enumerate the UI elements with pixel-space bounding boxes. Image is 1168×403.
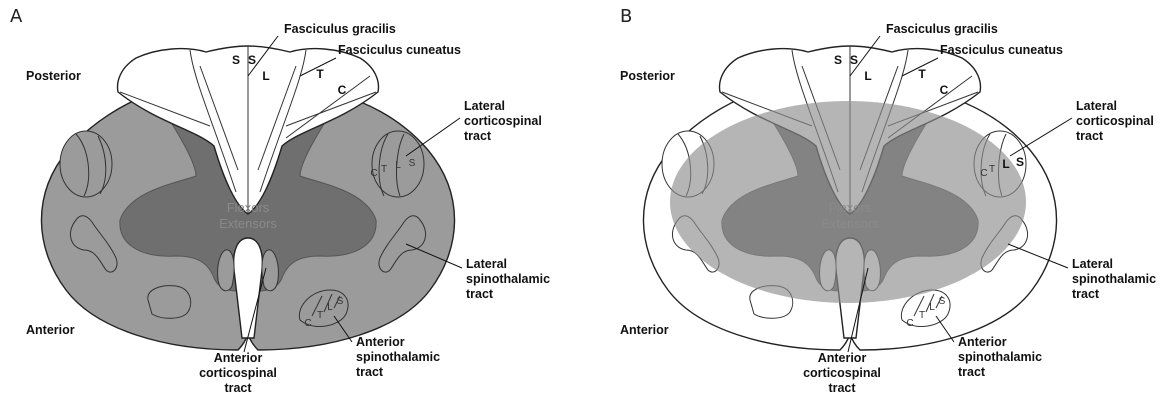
lcst-label-3-a: tract xyxy=(464,129,492,143)
ast-seg-c-a: C xyxy=(304,318,311,329)
acst-label-3-b: tract xyxy=(828,381,856,395)
panel-a: A Fl xyxy=(10,6,550,395)
ast-seg-l-b: L xyxy=(929,302,935,313)
ast-label-2-a: spinothalamic xyxy=(356,350,440,364)
lcst-seg-c-b: C xyxy=(980,168,987,179)
anterior-corticospinal-left-a xyxy=(218,250,234,291)
lcst-seg-l-a: L xyxy=(395,160,401,171)
anterior-spinothalamic-left-a xyxy=(148,286,191,319)
ast-label-1-a: Anterior xyxy=(356,335,405,349)
ast-label-1-b: Anterior xyxy=(958,335,1007,349)
acst-label-1-a: Anterior xyxy=(214,351,263,365)
lst-label-1-b: Lateral xyxy=(1072,257,1113,271)
ast-label-2-b: spinothalamic xyxy=(958,350,1042,364)
fasciculus-cuneatus-label-b: Fasciculus cuneatus xyxy=(940,43,1063,57)
lcst-label-3-b: tract xyxy=(1076,129,1104,143)
anterior-label-b: Anterior xyxy=(620,323,669,337)
gracilis-seg-2-a: S xyxy=(248,53,256,67)
lcst-seg-l-b: L xyxy=(1002,157,1009,171)
lcst-label-2-a: corticospinal xyxy=(464,114,542,128)
ast-seg-c-b: C xyxy=(906,318,913,329)
ast-seg-l-a: L xyxy=(327,302,333,313)
lcst-seg-s-a: S xyxy=(409,158,416,169)
cuneatus-seg-2-a: C xyxy=(338,83,347,97)
lateral-corticospinal-left-a xyxy=(60,131,112,197)
cuneatus-seg-2-b: C xyxy=(940,83,949,97)
lst-label-2-b: spinothalamic xyxy=(1072,272,1156,286)
gracilis-seg-2-b: S xyxy=(850,53,858,67)
ast-seg-t-b: T xyxy=(919,310,925,321)
extensors-label-a: Extensors xyxy=(219,216,277,231)
acst-label-1-b: Anterior xyxy=(818,351,867,365)
fasciculus-cuneatus-label-a: Fasciculus cuneatus xyxy=(338,43,461,57)
flexors-label-b: Flexors xyxy=(829,200,872,215)
gracilis-seg-3-a: L xyxy=(262,69,269,83)
anterior-label-a: Anterior xyxy=(26,323,75,337)
acst-label-2-b: corticospinal xyxy=(803,366,881,380)
acst-label-2-a: corticospinal xyxy=(199,366,277,380)
lcst-label-1-a: Lateral xyxy=(464,99,505,113)
lcst-seg-t-a: T xyxy=(381,164,387,175)
cuneatus-seg-1-a: T xyxy=(316,67,324,81)
lcst-label-2-b: corticospinal xyxy=(1076,114,1154,128)
posterior-label-b: Posterior xyxy=(620,69,675,83)
extensors-label-b: Extensors xyxy=(821,216,879,231)
lst-label-3-b: tract xyxy=(1072,287,1100,301)
panel-b-letter: B xyxy=(620,6,632,27)
panel-b: B xyxy=(620,6,1156,395)
ast-label-3-b: tract xyxy=(958,365,986,379)
lst-label-1-a: Lateral xyxy=(466,257,507,271)
posterior-label-a: Posterior xyxy=(26,69,81,83)
gracilis-seg-3-b: L xyxy=(864,69,871,83)
fasciculus-gracilis-label-a: Fasciculus gracilis xyxy=(284,22,396,36)
lcst-seg-t-b: T xyxy=(989,164,995,175)
gracilis-seg-1-b: S xyxy=(834,53,842,67)
cuneatus-seg-1-b: T xyxy=(918,67,926,81)
gracilis-seg-1-a: S xyxy=(232,53,240,67)
lcst-seg-c-a: C xyxy=(370,168,377,179)
lst-label-2-a: spinothalamic xyxy=(466,272,550,286)
panel-a-letter: A xyxy=(10,6,23,27)
ast-seg-s-a: S xyxy=(337,296,344,307)
anterior-corticospinal-right-a xyxy=(262,250,278,291)
acst-label-3-a: tract xyxy=(224,381,252,395)
lcst-label-1-b: Lateral xyxy=(1076,99,1117,113)
fasciculus-gracilis-label-b: Fasciculus gracilis xyxy=(886,22,998,36)
flexors-label-a: Flexors xyxy=(227,200,270,215)
lst-label-3-a: tract xyxy=(466,287,494,301)
lcst-seg-s-b: S xyxy=(1016,155,1024,169)
ast-seg-s-b: S xyxy=(939,296,946,307)
ast-seg-t-a: T xyxy=(317,310,323,321)
ast-label-3-a: tract xyxy=(356,365,384,379)
